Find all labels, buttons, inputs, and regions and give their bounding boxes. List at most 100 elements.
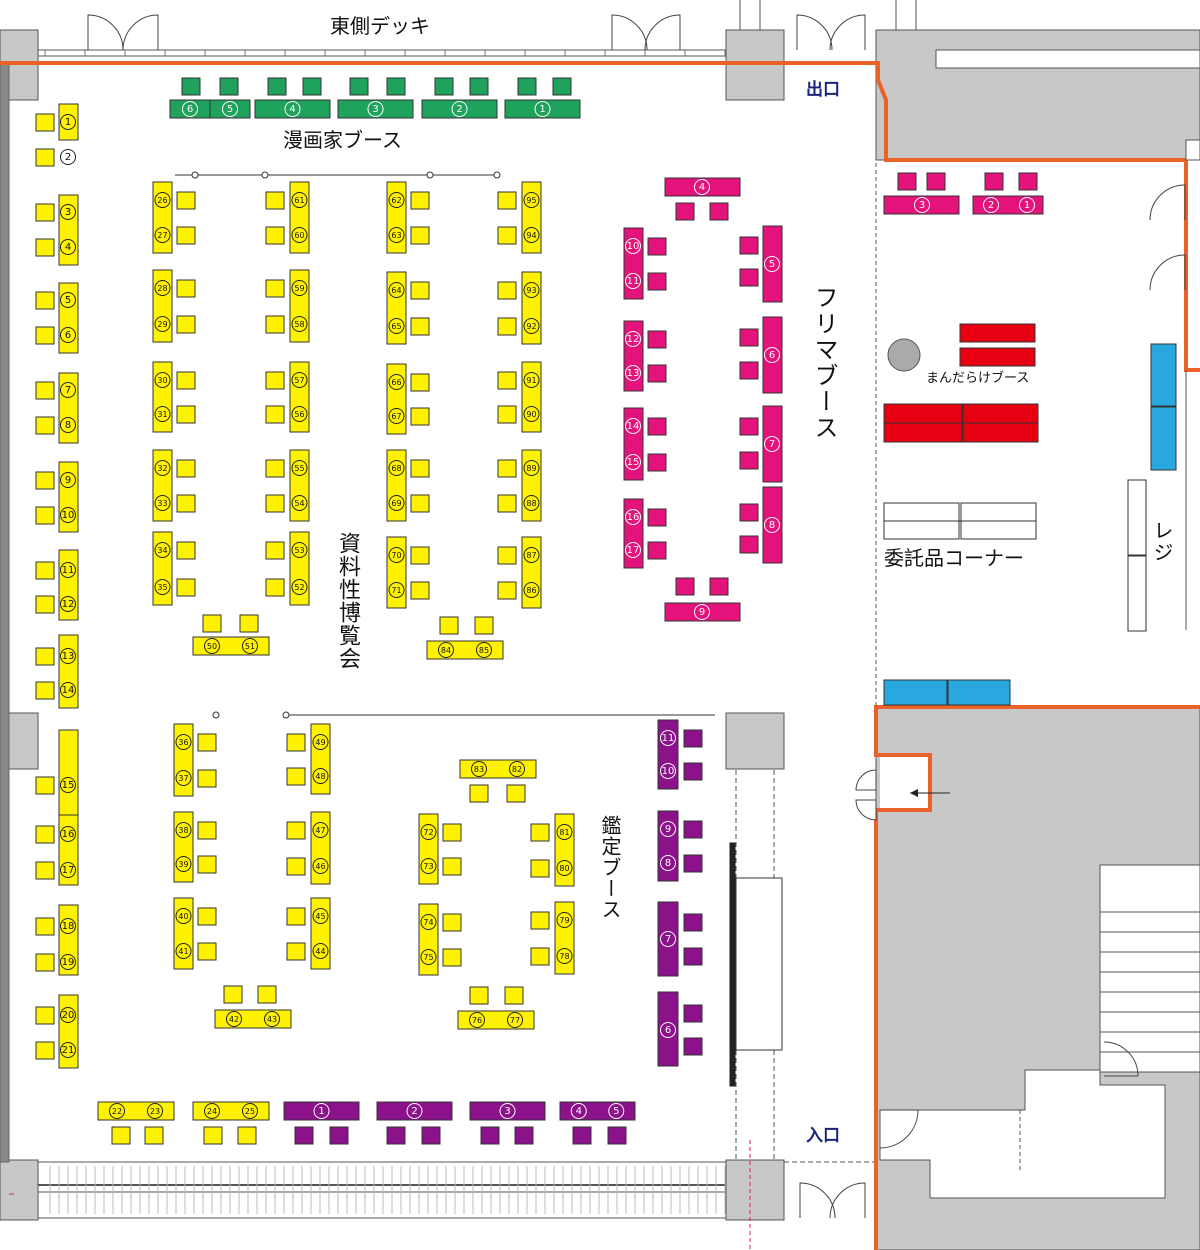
expo-left-chair: [35, 595, 55, 614]
rope-post: [426, 171, 434, 179]
expo-left-number-ring: [60, 648, 76, 664]
flea-booth-table: [623, 320, 644, 392]
expo-chair: [474, 616, 494, 635]
expo-chair: [176, 191, 196, 210]
manga-booth-table: [504, 99, 581, 119]
expo-left-number: 11: [62, 565, 75, 576]
flea-booth-number: 4: [699, 182, 705, 193]
flea-booth-table: [623, 227, 644, 300]
expo-chair: [410, 191, 430, 210]
expo-number-ring: [388, 495, 405, 511]
expo-number: 80: [559, 864, 569, 873]
expo-number: 60: [294, 231, 304, 240]
flea-booth-number: 14: [627, 421, 640, 432]
expo-number-ring: [154, 579, 171, 595]
flea-booth-number-ring: [625, 365, 641, 381]
expo-number-ring: [388, 374, 405, 390]
expo-left-table: [58, 194, 79, 266]
flea-booth-table: [972, 195, 1044, 215]
expo-table: [310, 723, 331, 795]
expo-chair: [497, 226, 517, 245]
flea-booth-table: [762, 225, 783, 303]
appraisal-booth-chair: [480, 1126, 500, 1145]
manga-booth-table: [337, 99, 414, 119]
manga-booth-chair: [434, 77, 454, 96]
expo-chair: [176, 578, 196, 597]
door-swing: [1103, 1041, 1139, 1077]
expo-number: 82: [512, 765, 522, 774]
expo-left-chair: [35, 953, 55, 972]
expo-left-chair: [35, 238, 55, 257]
flea-booth-chair: [739, 535, 759, 554]
expo-number-ring: [523, 318, 540, 334]
expo-table: [521, 361, 542, 433]
appraisal-booth-number-ring: [660, 763, 676, 779]
expo-chair: [197, 907, 217, 926]
appraisal-booth-number-ring: [499, 1103, 516, 1119]
flea-booth-table: [883, 195, 960, 215]
expo-left-number: 3: [65, 207, 71, 218]
appraisal-booth-number: 9: [665, 824, 671, 835]
expo-chair: [265, 371, 285, 390]
expo-left-number-ring: [60, 777, 76, 793]
expo-table: [386, 449, 407, 522]
manga-booth-chair: [302, 77, 322, 96]
expo-left-chair: [35, 1006, 55, 1025]
appraisal-booth-chair: [294, 1126, 314, 1145]
expo-number-ring: [154, 542, 171, 558]
expo-number: 69: [391, 499, 401, 508]
expo-table: [386, 536, 407, 609]
entrance-label: 入口: [806, 1126, 840, 1146]
appraisal-booth-chair: [329, 1126, 349, 1145]
expo-chair: [410, 494, 430, 513]
door-swing: [829, 1182, 866, 1219]
expo-number-ring: [175, 734, 192, 750]
expo-number: 72: [423, 828, 433, 837]
expo-left-number: 1: [65, 117, 71, 128]
expo-table: [310, 897, 331, 970]
expo-left-number: 12: [62, 599, 75, 610]
expo-left-chair: [35, 647, 55, 666]
flea-booth-chair: [647, 237, 667, 256]
manga-booth-number-ring: [367, 101, 384, 117]
rope-post: [493, 171, 501, 179]
expo-number-ring: [388, 282, 405, 298]
expo-chair: [176, 405, 196, 424]
expo-number: 66: [391, 378, 401, 387]
expo-number: 57: [294, 376, 304, 385]
expo-number-ring: [291, 495, 308, 511]
appraisal-booth-chair: [421, 1126, 441, 1145]
arrow-head: [910, 789, 918, 797]
expo-number: 95: [526, 196, 536, 205]
expo-chair: [286, 857, 306, 876]
expo-number-ring: [388, 318, 405, 334]
expo-left-table: [58, 282, 79, 354]
appraisal-booth-number: 2: [411, 1106, 417, 1117]
expo-number-ring: [312, 943, 329, 959]
expo-left-chair: [35, 471, 55, 490]
expo-number-ring: [154, 406, 171, 422]
expo-left-number: 6: [65, 330, 71, 341]
flea-booth-number: 15: [627, 457, 640, 468]
expo-number-ring: [523, 547, 540, 563]
expo-number: 22: [112, 1107, 122, 1116]
rope-post: [282, 711, 290, 719]
expo-chair: [111, 1126, 131, 1145]
expo-number: 33: [157, 499, 167, 508]
appraisal-booth-chair: [607, 1126, 627, 1145]
expo-table: [152, 531, 173, 606]
expo-left-chair: [35, 1041, 55, 1060]
expo-table: [310, 811, 331, 885]
expo-left-chair: [35, 291, 55, 310]
expo-number-ring: [264, 1011, 280, 1027]
expo-left-table: [58, 461, 79, 533]
expo-chair: [410, 581, 430, 600]
expo-left-number: 19: [62, 957, 75, 968]
expo-number: 64: [391, 286, 401, 295]
appraisal-booth-table: [657, 719, 679, 790]
expo-table: [554, 813, 575, 887]
expo-table: [386, 181, 407, 254]
appraisal-booth-number-ring: [570, 1103, 587, 1119]
expo-number: 37: [178, 774, 188, 783]
expo-number-ring: [242, 638, 258, 654]
